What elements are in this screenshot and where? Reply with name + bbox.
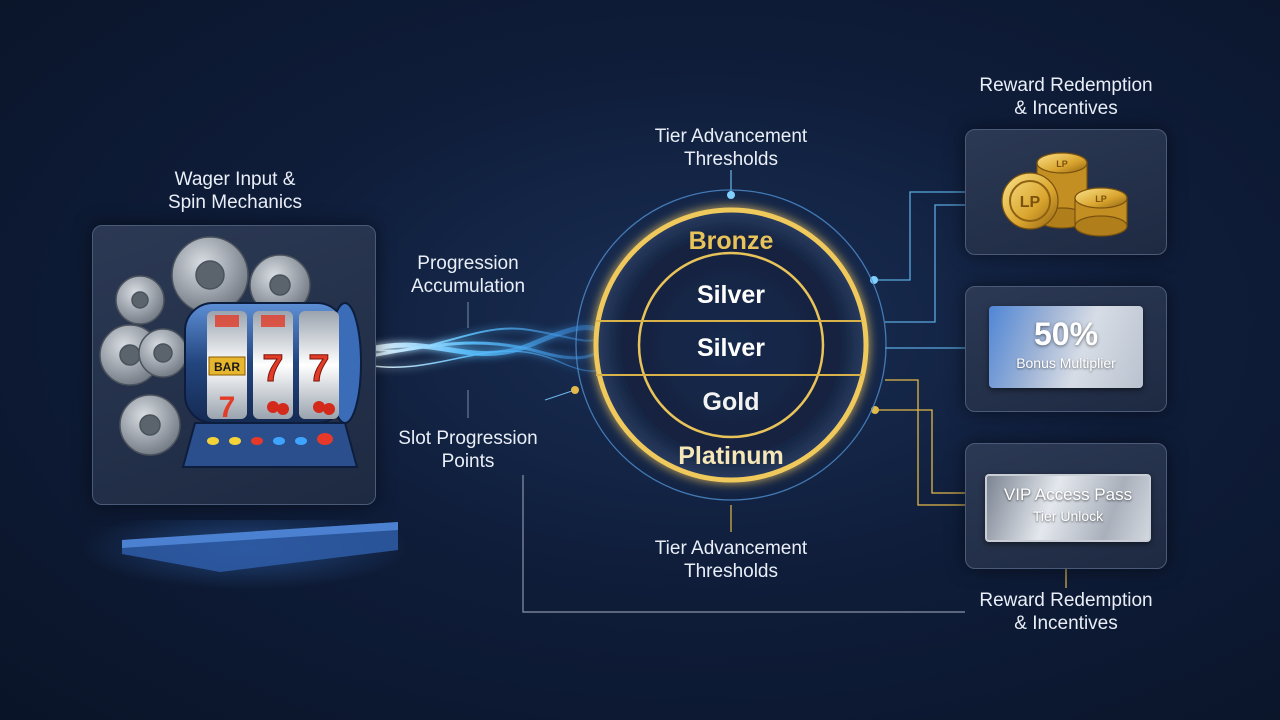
svg-text:7: 7	[262, 348, 283, 390]
svg-text:LP: LP	[1095, 194, 1107, 204]
slot-reels: BAR 7 7 7	[207, 311, 339, 424]
panel-pedestal	[122, 522, 398, 572]
coins-connector-2	[885, 204, 965, 323]
tier-outer-ring	[593, 207, 869, 483]
multiplier-card: 50% Bonus Multiplier	[989, 306, 1143, 388]
tier-silver-1: Silver	[697, 281, 765, 309]
points-to-reward-line	[522, 475, 965, 613]
tier-ring-diagram: Bronze Silver Silver Gold Platinum	[575, 189, 887, 501]
tier-platinum: Platinum	[678, 442, 784, 470]
reward-top-label: Reward Redemption & Incentives	[979, 75, 1153, 119]
progression-label: Progression Accumulation	[410, 253, 526, 297]
multiplier-label: Bonus Multiplier	[1016, 355, 1116, 371]
tier-gold: Gold	[703, 388, 760, 416]
slot-console	[181, 422, 359, 468]
multiplier-value: 50%	[1033, 316, 1099, 352]
svg-text:BAR: BAR	[214, 360, 240, 374]
svg-text:LP: LP	[1020, 194, 1041, 211]
ring-left-node	[571, 386, 579, 394]
tier-silver-2: Silver	[697, 334, 765, 362]
top-threshold-node	[727, 191, 735, 199]
coins-icon: LP LP LP	[1001, 152, 1128, 237]
wager-label: Wager Input & Spin Mechanics	[167, 169, 303, 213]
svg-text:7: 7	[308, 348, 329, 390]
slot-machine-illustration: BAR 7 7 7	[99, 236, 362, 468]
tier-threshold-bottom-label: Tier Advancement Thresholds	[654, 538, 808, 582]
tier-inner-ring	[637, 251, 825, 439]
gear-icon	[99, 236, 311, 456]
tier-bronze: Bronze	[689, 227, 774, 255]
svg-text:7: 7	[219, 391, 236, 424]
vip-connector	[885, 379, 965, 506]
slot-points-label: Slot Progression Points	[398, 428, 538, 472]
reel-bar-symbol	[208, 356, 246, 376]
vip-pass-card: VIP Access Pass Tier Unlock	[985, 474, 1151, 542]
reward-bottom-label: Reward Redemption & Incentives	[979, 590, 1153, 634]
tier-threshold-top-label: Tier Advancement Thresholds	[654, 126, 808, 170]
svg-text:LP: LP	[1056, 159, 1068, 169]
coins-connector	[874, 191, 965, 281]
vip-title: VIP Access Pass	[1003, 485, 1133, 504]
vip-connector-2	[875, 409, 965, 494]
slot-buttons	[207, 433, 333, 445]
vip-subtitle: Tier Unlock	[1032, 508, 1104, 524]
ring-left-node-line	[544, 389, 576, 401]
